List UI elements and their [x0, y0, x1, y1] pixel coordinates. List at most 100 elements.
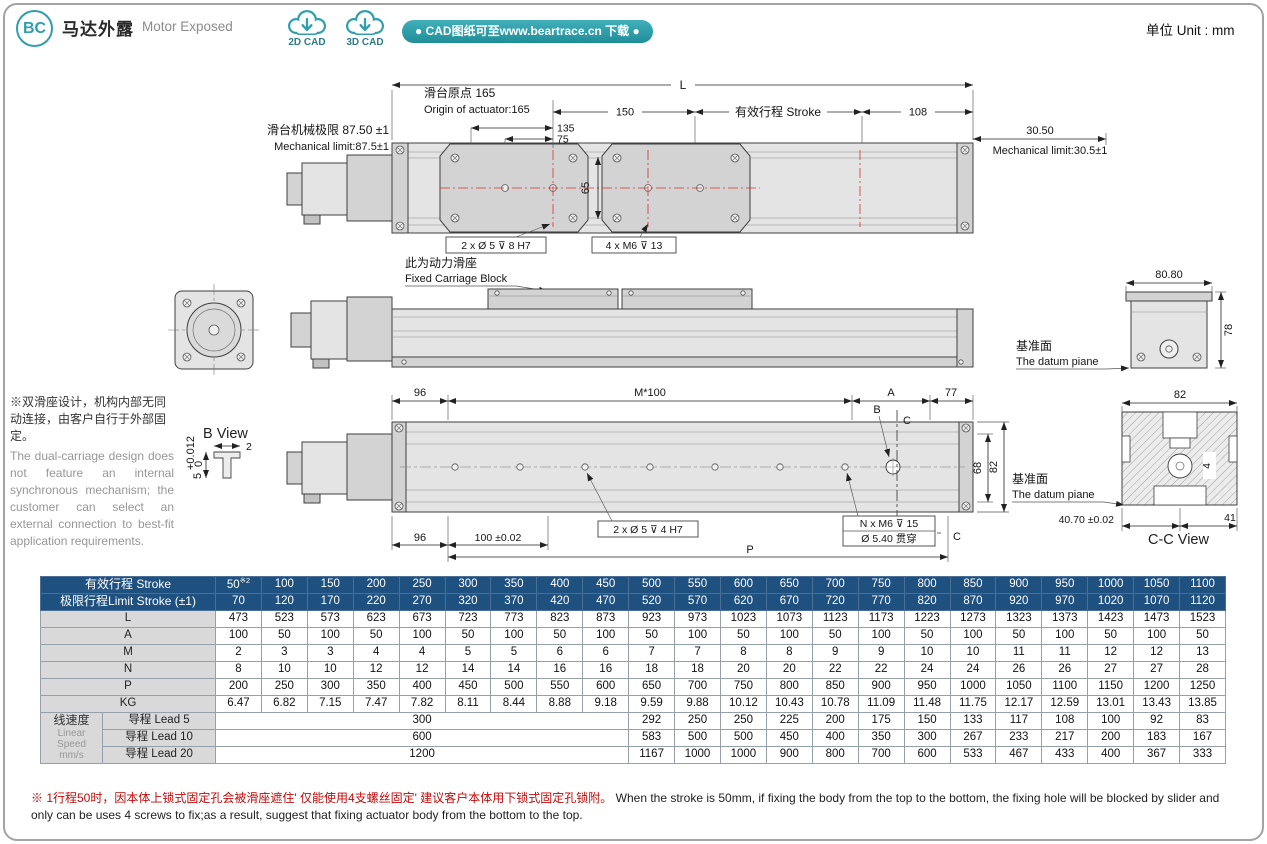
table-cell: 100 — [398, 627, 446, 645]
stroke-value: 1050 — [1133, 576, 1181, 594]
table-cell: 773 — [490, 610, 538, 628]
table-cell: 10.12 — [719, 695, 767, 713]
stroke-value: 750 — [857, 576, 905, 594]
limit-value: 820 — [903, 593, 951, 611]
table-cell: 22 — [811, 661, 859, 679]
dual-carriage-note-cn: ※双滑座设计，机构内部无同动连接，由客户自行于外部固定。 — [10, 395, 167, 444]
dim-77: 77 — [945, 387, 957, 399]
stroke-value: 550 — [674, 576, 721, 594]
table-cell: 83 — [1179, 712, 1226, 730]
stroke-value: 600 — [719, 576, 767, 594]
table-cell: 10 — [260, 661, 308, 679]
b-view-tol-plus: +0.012 — [185, 436, 197, 470]
mech-limit-right-value: 30.50 — [1026, 125, 1054, 137]
table-cell: 100 — [674, 627, 721, 645]
table-cell: 1523 — [1179, 610, 1226, 628]
table-cell: 100 — [1041, 627, 1089, 645]
table-cell: 11 — [1041, 644, 1089, 662]
table-cell: 873 — [582, 610, 630, 628]
table-cell: 225 — [765, 712, 813, 730]
page-title-cn: 马达外露 — [62, 20, 134, 39]
stroke-value: 950 — [1041, 576, 1089, 594]
table-cell: 400 — [811, 729, 859, 747]
table-cell: 50 — [536, 627, 584, 645]
table-cell: 200 — [1087, 729, 1135, 747]
table-cell: 11.75 — [949, 695, 997, 713]
dim-96-top: 96 — [414, 387, 426, 399]
footnote: ※ 1行程50时，因本体上锁式固定孔会被滑座遮住' 仅能使用4支螺丝固定' 建议… — [31, 790, 1239, 825]
table-cell: 200 — [215, 678, 262, 696]
table-cell: 1073 — [765, 610, 813, 628]
table-cell: 9 — [811, 644, 859, 662]
dim-75: 75 — [557, 134, 569, 146]
stroke-value: 850 — [949, 576, 997, 594]
cad-3d-label: 3D CAD — [346, 37, 384, 48]
cad-2d-label: 2D CAD — [288, 37, 326, 48]
table-cell: 1200 — [1133, 678, 1181, 696]
table-cell: 28 — [1179, 661, 1226, 679]
table-cell: 27 — [1087, 661, 1135, 679]
cc-section-view: 82 4 基准面 The datum piane 40.70 ±0.02 41 … — [1012, 389, 1238, 548]
row-label: A — [40, 627, 216, 645]
motor-end-view — [168, 284, 260, 376]
table-cell: 50 — [903, 627, 951, 645]
table-cell: 1050 — [995, 678, 1043, 696]
table-cell: 723 — [444, 610, 492, 628]
limit-value: 470 — [582, 593, 630, 611]
table-cell: 473 — [215, 610, 262, 628]
limit-value: 370 — [490, 593, 538, 611]
cad-download-banner[interactable]: ● CAD图纸可至www.beartrace.cn 下载 ● — [402, 20, 653, 43]
table-cell: 623 — [352, 610, 400, 628]
limit-value: 170 — [306, 593, 354, 611]
dim-8080: 80.80 — [1155, 269, 1183, 281]
table-cell: 800 — [811, 746, 859, 764]
table-cell: 108 — [1041, 712, 1089, 730]
table-cell: 150 — [903, 712, 951, 730]
table-cell: 100 — [582, 627, 630, 645]
limit-value: 1120 — [1179, 593, 1226, 611]
footnote-en: When the stroke is 50mm, if fixing the b… — [31, 791, 1220, 823]
table-cell: 1373 — [1041, 610, 1089, 628]
table-cell: 13.85 — [1179, 695, 1226, 713]
table-cell: 973 — [674, 610, 721, 628]
table-cell: 350 — [352, 678, 400, 696]
table-cell: 3 — [260, 644, 308, 662]
table-cell: 18 — [628, 661, 676, 679]
table-cell: 923 — [628, 610, 676, 628]
label-C-bottom: C — [953, 531, 961, 543]
table-cell: 50 — [1087, 627, 1135, 645]
cad-3d-download-button[interactable]: 3D CAD — [339, 8, 391, 48]
fixed-carriage-annotation: 此为动力滑座 Fixed Carriage Block — [405, 255, 548, 293]
carriage-note-en: Fixed Carriage Block — [405, 273, 508, 285]
cad-2d-download-button[interactable]: 2D CAD — [281, 8, 333, 48]
table-cell: 22 — [857, 661, 905, 679]
table-cell: 8 — [719, 644, 767, 662]
unit-label: 单位 Unit : mm — [1146, 23, 1235, 38]
dim-stroke-label: 有效行程 Stroke — [735, 104, 821, 119]
stroke-value: 250 — [398, 576, 446, 594]
table-cell: 673 — [398, 610, 446, 628]
stroke-value: 700 — [811, 576, 859, 594]
dim-A: A — [887, 387, 895, 399]
table-cell: 13.43 — [1133, 695, 1181, 713]
table-cell: 100 — [949, 627, 997, 645]
table-cell: 10 — [903, 644, 951, 662]
table-cell: 10 — [306, 661, 354, 679]
table-cell: 26 — [1041, 661, 1089, 679]
table-cell: 467 — [995, 746, 1043, 764]
table-cell: 12 — [1087, 644, 1135, 662]
table-cell: 9.18 — [582, 695, 630, 713]
table-cell: 1150 — [1087, 678, 1135, 696]
table-cell: 6.82 — [260, 695, 308, 713]
table-cell: 250 — [674, 712, 721, 730]
table-cell: 1023 — [719, 610, 767, 628]
table-cell: 133 — [949, 712, 997, 730]
table-cell: 700 — [857, 746, 905, 764]
lead-label: 导程 Lead 20 — [102, 746, 216, 764]
table-cell: 523 — [260, 610, 308, 628]
hole-note-3: 2 x Ø 5 ⊽ 4 H7 — [613, 524, 683, 536]
